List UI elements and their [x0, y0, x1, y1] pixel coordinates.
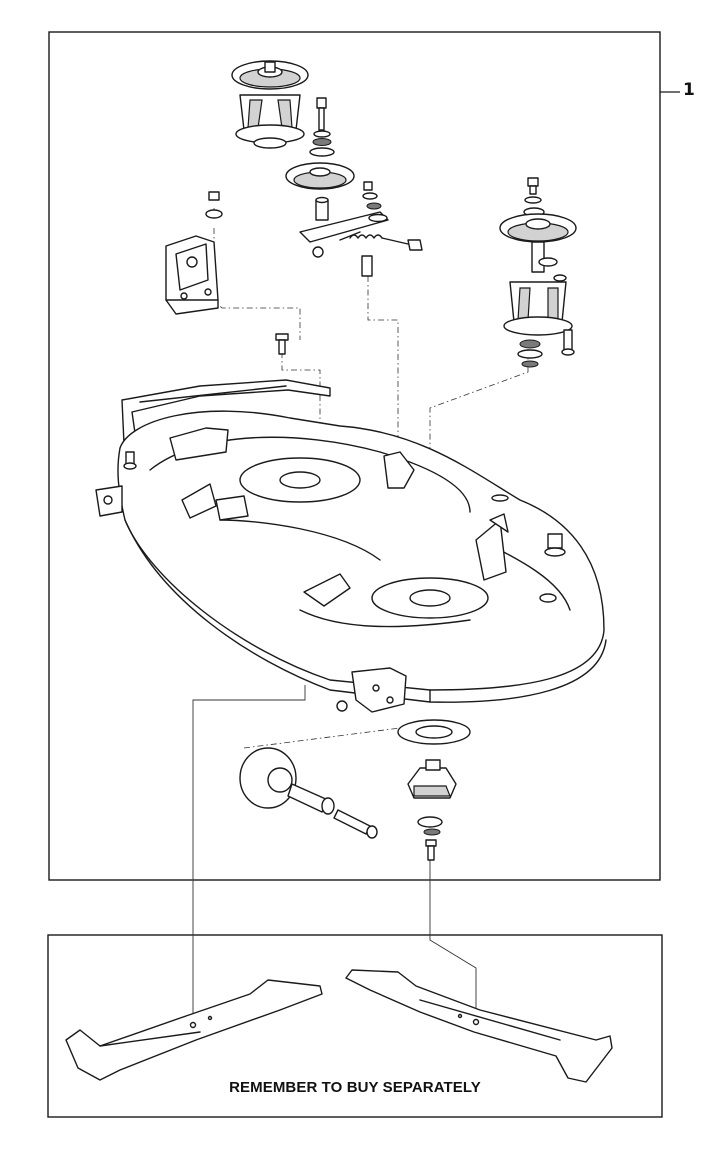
belt-guide-bracket [165, 235, 219, 315]
main-frame [48, 31, 661, 881]
idler-arm [299, 211, 423, 277]
reference-number: 1 [683, 80, 695, 100]
blade-leader-lines [192, 685, 477, 1025]
washer-stack [362, 181, 388, 223]
blade-adapter [407, 759, 457, 799]
footer-note: REMEMBER TO BUY SEPARATELY [229, 1079, 481, 1096]
idler-bolt-stack [309, 97, 335, 157]
blades-frame [47, 934, 663, 1118]
idler-pulley [285, 162, 355, 221]
blade-adapter-plate [397, 719, 471, 745]
anti-scalp-roller [239, 747, 378, 839]
right-blade [345, 969, 613, 1083]
mower-deck [95, 410, 607, 713]
left-spindle-pulley [231, 60, 309, 149]
left-blade [65, 979, 323, 1081]
bracket-bolt [275, 333, 289, 355]
right-spindle-assembly [499, 177, 577, 368]
blade-bolt-stack [417, 816, 443, 861]
nut-washer-left [205, 191, 223, 219]
